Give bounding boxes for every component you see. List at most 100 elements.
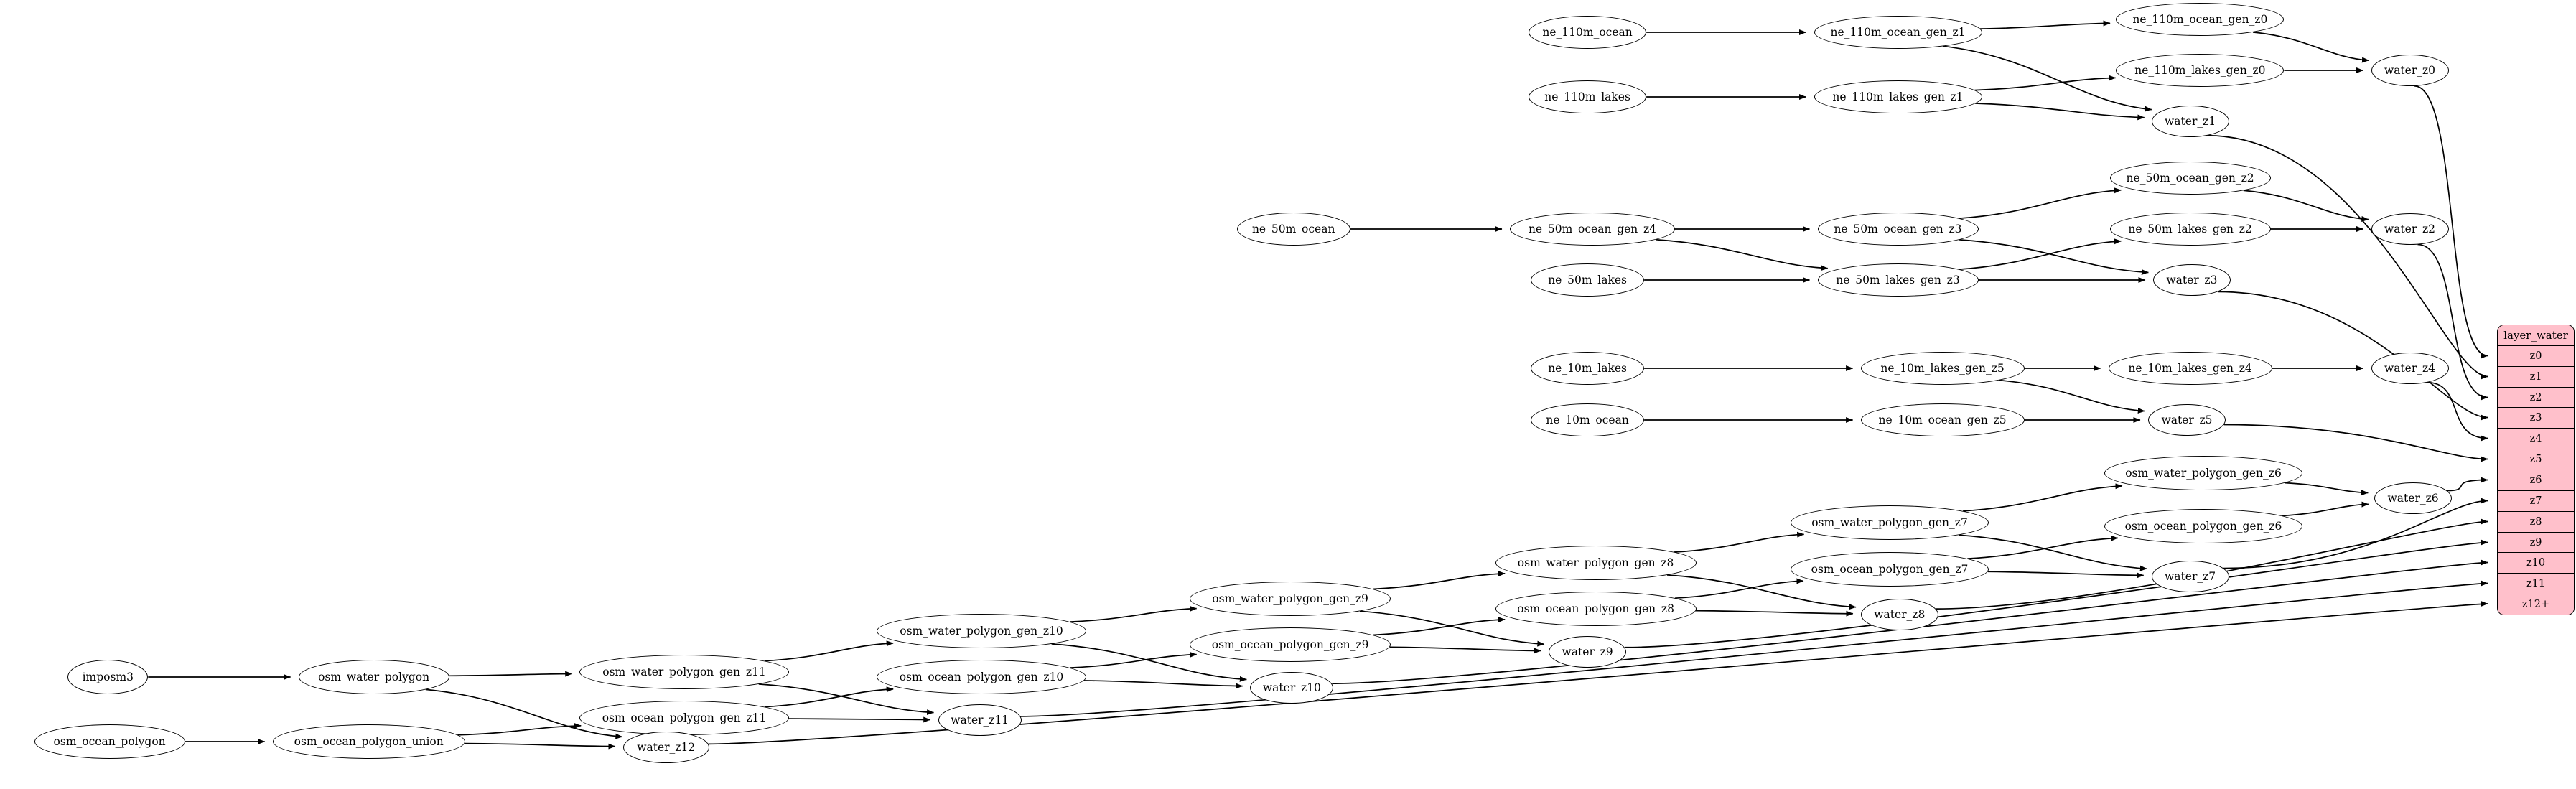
edge-osm_water_polygon_gen_z7-to-water_z7: [1959, 534, 2147, 571]
edge-osm_ocean_polygon_gen_z9-to-water_z9: [1389, 646, 1541, 654]
graph-node-water_z1[interactable]: water_z1: [2151, 106, 2229, 137]
graph-node-water_z10[interactable]: water_z10: [1250, 672, 1334, 704]
graph-node-water_z9[interactable]: water_z9: [1549, 636, 1627, 668]
graph-node-water_z2[interactable]: water_z2: [2371, 213, 2449, 245]
graph-node-ne_110m_ocean_gen_z1[interactable]: ne_110m_ocean_gen_z1: [1814, 16, 1982, 49]
edge-osm_water_polygon_gen_z8-to-osm_water_polygon_gen_z7: [1674, 531, 1805, 553]
table-row-z1[interactable]: z1: [2498, 366, 2574, 388]
edge-ne_110m_lakes_gen_z1-to-ne_110m_lakes_gen_z0: [1974, 75, 2117, 91]
edge-osm_ocean_polygon_gen_z10-to-osm_ocean_polygon_gen_z9: [1070, 651, 1198, 668]
graph-node-water_z3[interactable]: water_z3: [2152, 264, 2231, 296]
graph-node-ne_110m_lakes_gen_z1[interactable]: ne_110m_lakes_gen_z1: [1814, 80, 1982, 113]
graph-node-ne_50m_lakes[interactable]: ne_50m_lakes: [1531, 263, 1645, 297]
edge-osm_ocean_polygon_gen_z7-to-water_z7: [1987, 571, 2145, 579]
edge-ne_10m_lakes_gen_z5-to-water_z5: [1999, 379, 2145, 414]
graph-node-water_z12[interactable]: water_z12: [622, 732, 709, 763]
graph-node-water_z7[interactable]: water_z7: [2151, 561, 2229, 592]
graph-node-ne_50m_ocean_gen_z2[interactable]: ne_50m_ocean_gen_z2: [2109, 162, 2271, 195]
graph-node-osm_ocean_polygon[interactable]: osm_ocean_polygon: [34, 724, 185, 759]
graph-node-osm_water_polygon_gen_z7[interactable]: osm_water_polygon_gen_z7: [1791, 505, 1989, 540]
graph-node-water_z5[interactable]: water_z5: [2148, 404, 2226, 436]
table-row-z12plus[interactable]: z12+: [2498, 594, 2574, 615]
graph-node-ne_10m_lakes_gen_z5[interactable]: ne_10m_lakes_gen_z5: [1860, 352, 2025, 385]
edge-ne_50m_ocean_gen_z3-to-ne_50m_ocean_gen_z2: [1959, 187, 2122, 219]
graph-node-ne_50m_ocean[interactable]: ne_50m_ocean: [1236, 213, 1350, 246]
edge-osm_ocean_polygon_gen_z10-to-water_z10: [1083, 680, 1243, 689]
graph-node-ne_10m_lakes_gen_z4[interactable]: ne_10m_lakes_gen_z4: [2108, 352, 2272, 385]
table-row-z6[interactable]: z6: [2498, 470, 2574, 491]
graph-node-osm_ocean_polygon_gen_z7[interactable]: osm_ocean_polygon_gen_z7: [1791, 552, 1989, 587]
graph-node-osm_ocean_polygon_gen_z11[interactable]: osm_ocean_polygon_gen_z11: [579, 701, 789, 735]
edge-osm_ocean_polygon_gen_z9-to-osm_ocean_polygon_gen_z8: [1373, 617, 1506, 636]
graph-node-water_z6[interactable]: water_z6: [2374, 482, 2453, 514]
graph-node-ne_110m_lakes_gen_z0[interactable]: ne_110m_lakes_gen_z0: [2116, 54, 2285, 87]
graph-node-ne_110m_ocean[interactable]: ne_110m_ocean: [1529, 16, 1647, 49]
edge-osm_ocean_polygon_union-to-water_z12: [464, 742, 616, 750]
graph-node-osm_water_polygon_gen_z8[interactable]: osm_water_polygon_gen_z8: [1495, 546, 1697, 580]
graph-node-water_z8[interactable]: water_z8: [1860, 599, 1938, 630]
table-row-z4[interactable]: z4: [2498, 429, 2574, 450]
edge-osm_ocean_polygon_gen_z8-to-osm_ocean_polygon_gen_z7: [1674, 578, 1804, 599]
graph-node-osm_water_polygon_gen_z9[interactable]: osm_water_polygon_gen_z9: [1190, 582, 1391, 616]
table-row-z2[interactable]: z2: [2498, 387, 2574, 408]
graph-node-osm_ocean_polygon_gen_z10[interactable]: osm_ocean_polygon_gen_z10: [877, 660, 1086, 694]
graph-node-ne_50m_lakes_gen_z2[interactable]: ne_50m_lakes_gen_z2: [2109, 213, 2271, 246]
table-row-z8[interactable]: z8: [2498, 511, 2574, 533]
graph-node-water_z4[interactable]: water_z4: [2371, 353, 2449, 384]
table-row-z10[interactable]: z10: [2498, 553, 2574, 574]
table-row-z7[interactable]: z7: [2498, 490, 2574, 512]
graph-node-osm_water_polygon_gen_z6[interactable]: osm_water_polygon_gen_z6: [2104, 456, 2302, 490]
graph-node-water_z11[interactable]: water_z11: [938, 704, 1022, 736]
graph-node-ne_10m_ocean[interactable]: ne_10m_ocean: [1531, 403, 1645, 436]
edge-osm_water_polygon_gen_z7-to-osm_water_polygon_gen_z6: [1963, 483, 2123, 512]
graph-node-osm_water_polygon_gen_z10[interactable]: osm_water_polygon_gen_z10: [877, 614, 1086, 648]
graph-node-osm_water_polygon_gen_z11[interactable]: osm_water_polygon_gen_z11: [579, 655, 789, 689]
edge-water_z5-to-layer_water-z5: [2223, 424, 2488, 462]
table-row-z0[interactable]: z0: [2498, 345, 2574, 367]
graph-node-ne_50m_ocean_gen_z3[interactable]: ne_50m_ocean_gen_z3: [1817, 213, 1979, 246]
table-row-z3[interactable]: z3: [2498, 408, 2574, 429]
graph-node-osm_ocean_polygon_gen_z9[interactable]: osm_ocean_polygon_gen_z9: [1190, 627, 1391, 662]
edge-water_z12-to-layer_water-z12+: [708, 601, 2488, 745]
edge-ne_110m_ocean_gen_z0-to-water_z0: [2252, 32, 2369, 63]
edge-water_z11-to-layer_water-z11: [1020, 580, 2488, 717]
edge-water_z3-to-layer_water-z3: [2218, 291, 2488, 421]
graph-node-osm_ocean_polygon_gen_z6[interactable]: osm_ocean_polygon_gen_z6: [2104, 509, 2302, 543]
graph-node-osm_ocean_polygon_gen_z8[interactable]: osm_ocean_polygon_gen_z8: [1495, 592, 1697, 626]
graph-node-imposm3[interactable]: imposm3: [67, 660, 149, 694]
table-row-z5[interactable]: z5: [2498, 449, 2574, 471]
edge-water_z8-to-layer_water-z8: [1936, 518, 2488, 610]
edge-ne_110m_ocean_gen_z1-to-water_z1: [1943, 45, 2152, 112]
edge-osm_ocean_polygon_gen_z11-to-osm_ocean_polygon_gen_z10: [764, 686, 894, 708]
graph-node-ne_110m_lakes[interactable]: ne_110m_lakes: [1529, 80, 1647, 113]
edge-osm_water_polygon_gen_z11-to-water_z11: [758, 683, 935, 716]
edge-water_z6-to-layer_water-z6: [2447, 477, 2488, 492]
edge-osm_water_polygon_gen_z10-to-osm_water_polygon_gen_z9: [1070, 605, 1198, 622]
graph-node-ne_50m_ocean_gen_z4[interactable]: ne_50m_ocean_gen_z4: [1510, 213, 1675, 246]
edge-ne_50m_lakes_gen_z3-to-ne_50m_lakes_gen_z2: [1959, 238, 2122, 270]
edge-water_z1-to-layer_water-z1: [2207, 134, 2488, 380]
table-row-z9[interactable]: z9: [2498, 532, 2574, 554]
edge-osm_water_polygon_gen_z6-to-water_z6: [2285, 482, 2369, 496]
edge-water_z2-to-layer_water-z2: [2417, 243, 2488, 401]
table-header-layer-water: layer_water: [2498, 325, 2574, 346]
table-row-z11[interactable]: z11: [2498, 574, 2574, 595]
edge-water_z7-to-layer_water-z7: [2223, 498, 2488, 569]
graph-node-osm_ocean_polygon_union[interactable]: osm_ocean_polygon_union: [272, 724, 465, 759]
edge-osm_water_polygon_gen_z9-to-water_z9: [1359, 610, 1545, 647]
edge-water_z0-to-layer_water-z0: [2414, 85, 2488, 359]
graph-node-osm_water_polygon[interactable]: osm_water_polygon: [298, 660, 449, 694]
edge-ne_50m_ocean_gen_z3-to-water_z3: [1959, 238, 2149, 275]
graph-node-ne_10m_ocean_gen_z5[interactable]: ne_10m_ocean_gen_z5: [1860, 403, 2025, 436]
edge-osm_water_polygon-to-osm_water_polygon_gen_z11: [449, 671, 573, 677]
edge-osm_water_polygon-to-water_z12: [425, 688, 623, 739]
edge-water_z10-to-layer_water-z10: [1332, 559, 2488, 685]
graph-node-water_z0[interactable]: water_z0: [2371, 55, 2449, 86]
graph-node-ne_110m_ocean_gen_z0[interactable]: ne_110m_ocean_gen_z0: [2116, 3, 2285, 36]
graph-node-ne_50m_lakes_gen_z3[interactable]: ne_50m_lakes_gen_z3: [1817, 263, 1979, 297]
graph-node-ne_10m_lakes[interactable]: ne_10m_lakes: [1531, 352, 1645, 385]
edge-osm_ocean_polygon_gen_z7-to-osm_ocean_polygon_gen_z6: [1967, 535, 2119, 559]
